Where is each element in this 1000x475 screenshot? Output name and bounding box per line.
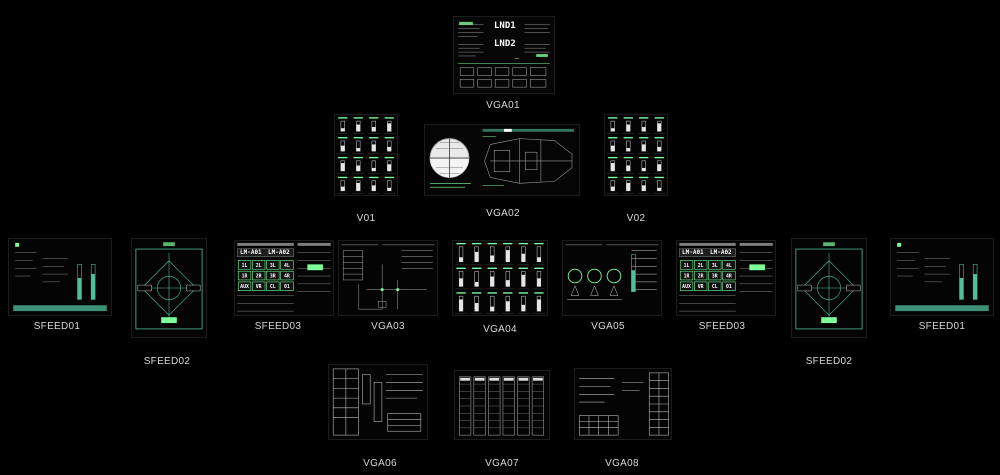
grid-button-label: 3L (712, 263, 718, 269)
grid-button-label: 1R (242, 274, 248, 280)
grid-button-label: 3L (270, 263, 276, 269)
grid-button-label: 1L (684, 263, 690, 269)
sfeed03-left-lm2: LM-A02 (268, 249, 290, 256)
label-vga01: VGA01 (486, 100, 520, 111)
screen-sfeed01-left[interactable] (8, 238, 112, 316)
sfeed03-right-lm2: LM-A02 (710, 249, 732, 256)
svg-text:—: — (515, 54, 520, 62)
grid-button-label: 2L (256, 263, 262, 269)
vga01-title-lnd1: LND1 (494, 21, 516, 31)
grid-button-label: 2R (698, 274, 704, 280)
label-sfeed02-right: SFEED02 (805, 356, 853, 367)
label-vga06: VGA06 (363, 458, 397, 469)
screen-vga02[interactable] (424, 124, 580, 196)
grid-button-label: AUX (240, 284, 249, 290)
screen-sfeed02-right[interactable] (791, 238, 867, 338)
v02-graphic (605, 115, 667, 195)
screen-sfeed02-left[interactable] (131, 238, 207, 338)
screen-sfeed03-right[interactable]: 1L 2L 3L 4L 1R 2R 3R 4R AUX VR CL 01 LM-A01 LM-A02 (676, 240, 776, 316)
grid-button-label: VR (698, 284, 704, 290)
screen-v02[interactable] (604, 114, 668, 196)
screen-vga03[interactable] (338, 240, 438, 316)
grid-button-label: 4R (284, 274, 290, 280)
grid-button-label: 1L (242, 263, 248, 269)
vga01-title-lnd2: LND2 (494, 39, 516, 49)
screen-vga04[interactable] (452, 240, 548, 316)
grid-button-label: 4L (726, 263, 732, 269)
label-sfeed03-right: SFEED03 (698, 321, 746, 332)
vga06-graphic (329, 365, 427, 439)
grid-button-label: 2R (256, 274, 262, 280)
vga02-graphic (426, 125, 578, 195)
grid-button-label: CL (270, 284, 276, 290)
label-vga07: VGA07 (485, 458, 519, 469)
screen-vga07[interactable] (454, 370, 550, 440)
label-sfeed03-left: SFEED03 (254, 321, 302, 332)
grid-button-label: 3R (270, 274, 276, 280)
label-vga02: VGA02 (486, 208, 520, 219)
sfeed02-left-graphic (132, 239, 206, 337)
screen-v01[interactable] (334, 114, 398, 196)
label-sfeed01-left: SFEED01 (33, 321, 81, 332)
label-v02: V02 (626, 213, 646, 224)
screen-sfeed03-left[interactable]: 1L 2L 3L 4L 1R 2R 3R 4R AUX VR CL 01 LM-A01 LM-A02 (234, 240, 334, 316)
label-vga05: VGA05 (591, 321, 625, 332)
grid-button-label: 4L (284, 263, 290, 269)
grid-button-label: 2L (698, 263, 704, 269)
grid-button-label: VR (256, 284, 262, 290)
sfeed03-left-graphic: 1L 2L 3L 4L 1R 2R 3R 4R AUX VR CL 01 (235, 241, 333, 315)
sfeed02-right-graphic (792, 239, 866, 337)
grid-button-label: 01 (284, 284, 290, 290)
label-sfeed02-left: SFEED02 (143, 356, 191, 367)
grid-button-label: AUX (682, 284, 691, 290)
screen-vga08[interactable] (574, 368, 672, 440)
vga01-graphic: — (454, 17, 554, 93)
sfeed03-left-lm1: LM-A01 (240, 249, 262, 256)
vga08-graphic (575, 369, 671, 439)
grid-button-label: 01 (726, 284, 732, 290)
vga04-graphic (453, 241, 547, 315)
v01-graphic (335, 115, 397, 195)
screen-vga01[interactable]: — LND1 LND2 (453, 16, 555, 94)
sfeed01-right-graphic (891, 239, 993, 315)
screen-vga05[interactable] (562, 240, 662, 316)
grid-button-label: CL (712, 284, 718, 290)
sfeed03-right-lm1: LM-A01 (682, 249, 704, 256)
screen-sfeed01-right[interactable] (890, 238, 994, 316)
vga07-graphic (455, 371, 549, 439)
label-v01: V01 (356, 213, 376, 224)
label-vga08: VGA08 (605, 458, 639, 469)
label-vga04: VGA04 (483, 324, 517, 335)
sfeed01-left-graphic (9, 239, 111, 315)
vga03-graphic (339, 241, 437, 315)
vga05-graphic (563, 241, 661, 315)
sfeed03-right-graphic: 1L 2L 3L 4L 1R 2R 3R 4R AUX VR CL 01 (677, 241, 775, 315)
grid-button-label: 3R (712, 274, 718, 280)
grid-button-label: 1R (684, 274, 690, 280)
label-vga03: VGA03 (371, 321, 405, 332)
label-sfeed01-right: SFEED01 (918, 321, 966, 332)
grid-button-label: 4R (726, 274, 732, 280)
screen-vga06[interactable] (328, 364, 428, 440)
